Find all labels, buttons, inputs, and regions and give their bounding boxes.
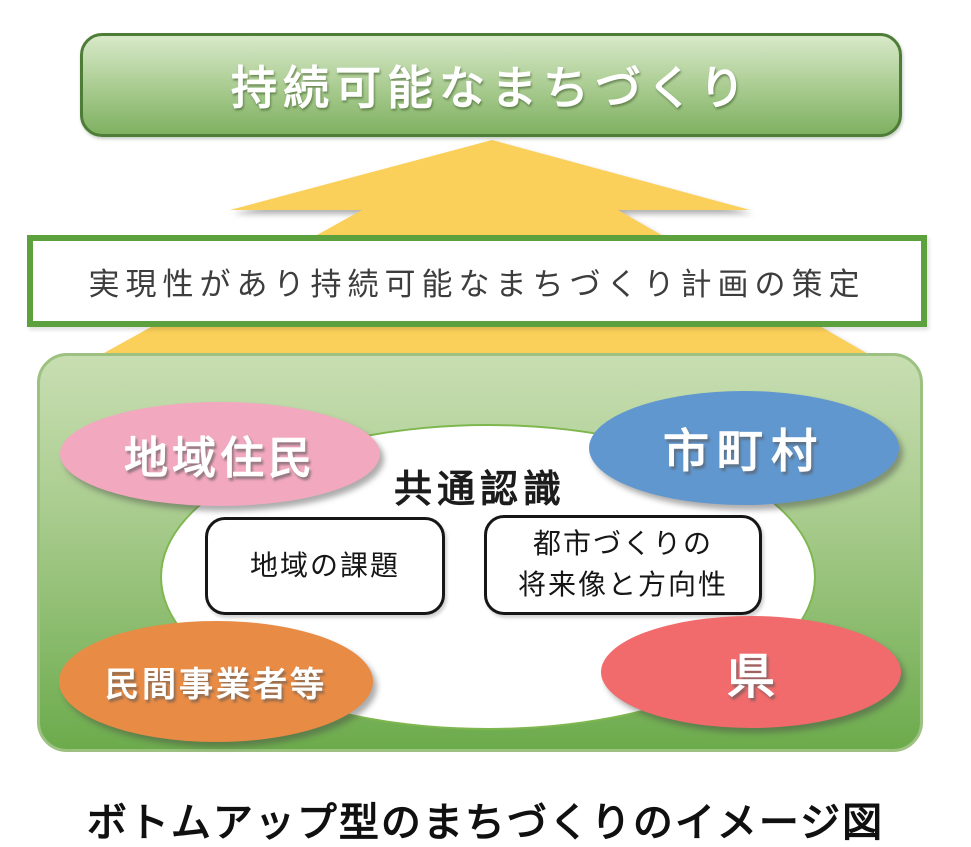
diagram-caption: ボトムアップ型のまちづくりのイメージ図 xyxy=(86,801,885,845)
municipalities-label: 市町村 xyxy=(663,425,825,477)
vision-card-line1: 都市づくりの xyxy=(532,528,713,560)
goal-box: 持続可能なまちづくり xyxy=(80,33,902,137)
consensus-title: 共通認識 xyxy=(393,469,566,511)
residents-label: 地域住民 xyxy=(124,434,316,483)
plan-box: 実現性があり持続可能なまちづくり計画の策定 xyxy=(27,235,927,327)
residents-ellipse: 地域住民 xyxy=(60,402,380,506)
issue-card: 地域の課題 xyxy=(205,517,445,615)
issue-card-label: 地域の課題 xyxy=(249,549,400,581)
municipalities-ellipse: 市町村 xyxy=(589,391,899,505)
goal-box-label: 持続可能なまちづくり xyxy=(231,62,751,114)
plan-box-label: 実現性があり持続可能なまちづくり計画の策定 xyxy=(88,266,866,302)
vision-card: 都市づくりの 将来像と方向性 xyxy=(484,515,762,615)
private-business-label: 民間事業者等 xyxy=(105,666,327,704)
private-business-ellipse: 民間事業者等 xyxy=(59,621,373,742)
prefecture-ellipse: 県 xyxy=(601,616,901,728)
vision-card-line2: 将来像と方向性 xyxy=(517,569,728,600)
prefecture-label: 県 xyxy=(726,651,775,704)
